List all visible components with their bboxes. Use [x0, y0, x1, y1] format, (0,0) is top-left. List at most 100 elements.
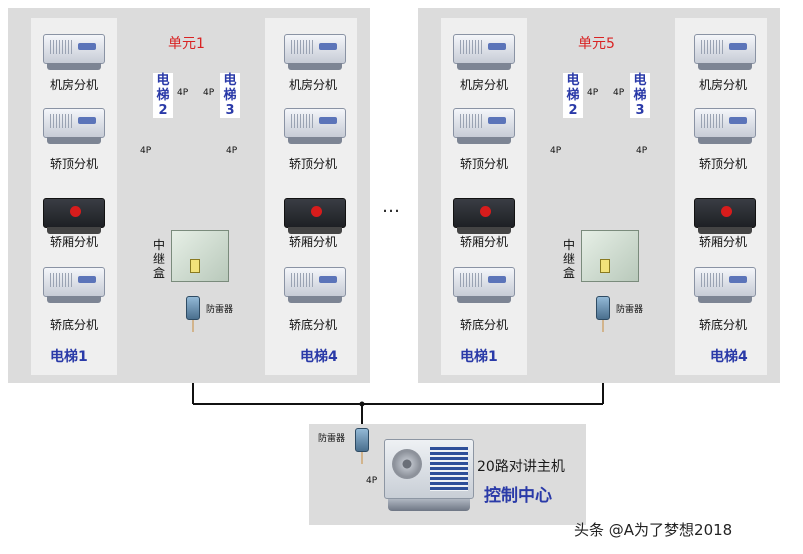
arrester-stem	[192, 320, 194, 332]
arrester-stem	[602, 320, 604, 332]
extension-label: 机房分机	[698, 78, 747, 92]
extension-base	[47, 296, 101, 303]
extension-base	[47, 227, 101, 234]
extension-label: 轿厢分机	[49, 235, 98, 249]
intercom-extension	[284, 108, 346, 144]
arrester-stem	[361, 452, 363, 464]
extension-panel-icon	[43, 108, 105, 138]
extension-label: 轿厢分机	[459, 235, 508, 249]
extension-label: 轿底分机	[49, 318, 98, 332]
extension-base	[698, 63, 752, 70]
wire-tag: 4P	[550, 146, 562, 156]
wire-tag: 4P	[140, 146, 152, 156]
extension-label: 轿顶分机	[288, 157, 337, 171]
extension-panel-icon	[453, 198, 515, 228]
intercom-host	[384, 439, 474, 511]
arrester-label: 防雷器	[616, 305, 644, 315]
watermark: 头条 @A为了梦想2018	[574, 521, 733, 539]
intercom-extension	[43, 198, 105, 234]
extension-base	[698, 227, 752, 234]
intercom-extension	[694, 198, 756, 234]
arrester-label: 防雷器	[206, 305, 234, 315]
intercom-extension	[453, 34, 515, 70]
unit-title: 单元5	[578, 36, 615, 52]
arrester-icon	[355, 428, 369, 452]
intercom-extension	[453, 267, 515, 303]
extension-base	[47, 63, 101, 70]
extension-panel-icon	[43, 198, 105, 228]
extension-label: 轿厢分机	[698, 235, 747, 249]
extension-panel-icon	[453, 267, 515, 297]
unit-title: 单元1	[168, 36, 205, 52]
extension-label: 机房分机	[49, 78, 98, 92]
intercom-extension	[694, 34, 756, 70]
ellipsis: …	[382, 196, 401, 217]
extension-panel-icon	[284, 108, 346, 138]
relay-box	[171, 230, 229, 282]
elevator-column-right	[675, 18, 767, 375]
extension-label: 轿顶分机	[459, 157, 508, 171]
extension-panel-icon	[694, 198, 756, 228]
elevator-name: 电梯4	[300, 349, 338, 365]
elevator-column-left	[31, 18, 117, 375]
wire-tag: 4P	[587, 88, 599, 98]
elevator-column-left	[441, 18, 527, 375]
intercom-extension	[43, 267, 105, 303]
keypad-icon	[430, 447, 468, 491]
lightning-arrester	[184, 296, 202, 332]
relay-indicator-icon	[190, 259, 200, 273]
intercom-extension	[284, 198, 346, 234]
host-subtitle: 控制中心	[484, 486, 552, 506]
extension-panel-icon	[694, 267, 756, 297]
intercom-extension	[43, 108, 105, 144]
control-arrester	[353, 428, 371, 464]
extension-base	[698, 137, 752, 144]
intercom-extension	[43, 34, 105, 70]
elevator-vertical-label: 电梯3	[630, 73, 650, 118]
elevator-vertical-label: 电梯2	[153, 73, 173, 118]
extension-base	[288, 296, 342, 303]
intercom-extension	[453, 108, 515, 144]
relay-box-label: 中继盒	[562, 238, 575, 280]
relay-indicator-icon	[600, 259, 610, 273]
speaker-icon	[392, 449, 422, 479]
host-title: 20路对讲主机	[477, 459, 565, 475]
extension-label: 机房分机	[288, 78, 337, 92]
extension-label: 机房分机	[459, 78, 508, 92]
relay-box-label: 中继盒	[152, 238, 165, 280]
control-arrester-label: 防雷器	[318, 434, 346, 444]
extension-panel-icon	[284, 34, 346, 64]
extension-base	[698, 296, 752, 303]
intercom-extension	[694, 267, 756, 303]
extension-base	[47, 137, 101, 144]
intercom-extension	[694, 108, 756, 144]
extension-panel-icon	[453, 34, 515, 64]
extension-panel-icon	[453, 108, 515, 138]
wire-tag: 4P	[177, 88, 189, 98]
elevator-name: 电梯1	[50, 349, 88, 365]
lightning-arrester	[594, 296, 612, 332]
extension-base	[457, 296, 511, 303]
elevator-column-right	[265, 18, 357, 375]
extension-label: 轿厢分机	[288, 235, 337, 249]
extension-label: 轿顶分机	[49, 157, 98, 171]
wire-tag: 4P	[613, 88, 625, 98]
elevator-vertical-label: 电梯2	[563, 73, 583, 118]
arrester-icon	[186, 296, 200, 320]
extension-label: 轿底分机	[459, 318, 508, 332]
extension-panel-icon	[43, 34, 105, 64]
elevator-vertical-label: 电梯3	[220, 73, 240, 118]
wire-tag: 4P	[203, 88, 215, 98]
intercom-extension	[453, 198, 515, 234]
extension-base	[457, 227, 511, 234]
arrester-icon	[596, 296, 610, 320]
host-base	[388, 499, 470, 511]
extension-label: 轿底分机	[288, 318, 337, 332]
extension-base	[288, 227, 342, 234]
wire-tag: 4P	[226, 146, 238, 156]
intercom-extension	[284, 34, 346, 70]
extension-label: 轿顶分机	[698, 157, 747, 171]
extension-label: 轿底分机	[698, 318, 747, 332]
extension-base	[288, 137, 342, 144]
